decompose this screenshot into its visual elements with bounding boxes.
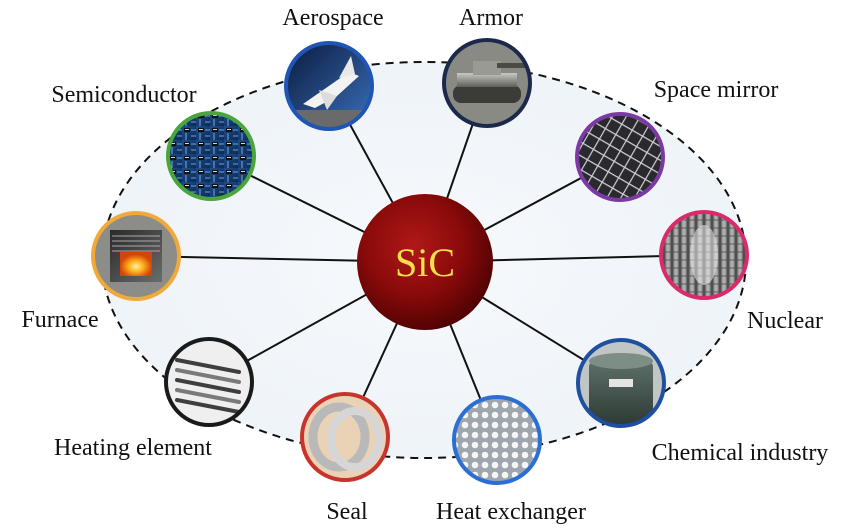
label-nuclear: Nuclear [747, 308, 823, 334]
node-space-mirror [575, 112, 665, 202]
ring-armor [442, 38, 532, 128]
label-furnace: Furnace [21, 307, 98, 333]
furnace-icon [94, 214, 178, 298]
ring-aerospace [284, 41, 374, 131]
ring-seal [300, 392, 390, 482]
lattice-mirror-icon [578, 115, 662, 199]
ring-chemical-industry [576, 338, 666, 428]
label-aerospace: Aerospace [282, 5, 383, 31]
ring-space-mirror [575, 112, 665, 202]
node-seal [300, 392, 390, 482]
circuit-board-icon [169, 114, 253, 198]
center-label: SiC [395, 240, 455, 285]
label-armor: Armor [459, 5, 523, 31]
node-nuclear [659, 210, 749, 300]
reactor-icon [662, 213, 746, 297]
node-armor [442, 38, 532, 128]
node-furnace [91, 211, 181, 301]
ring-heat-exchanger [452, 395, 542, 485]
node-heating-element [164, 337, 254, 427]
node-aerospace [284, 41, 374, 131]
heating-rods-icon [167, 340, 251, 424]
ring-nuclear [659, 210, 749, 300]
label-space-mirror: Space mirror [654, 77, 779, 103]
center-layer: SiC [357, 194, 493, 330]
label-heat-exchanger: Heat exchanger [436, 499, 586, 525]
label-seal: Seal [326, 499, 368, 525]
ring-heating-element [164, 337, 254, 427]
honeycomb-icon [455, 398, 539, 482]
ring-semiconductor [166, 111, 256, 201]
node-semiconductor [166, 111, 256, 201]
application-nodes [91, 38, 749, 485]
label-chemical-industry: Chemical industry [652, 440, 829, 466]
seal-ring-icon [303, 395, 387, 479]
label-heating-element: Heating element [54, 435, 212, 461]
node-heat-exchanger [452, 395, 542, 485]
sic-center-circle [357, 194, 493, 330]
tank-icon [445, 41, 529, 125]
label-semiconductor: Semiconductor [51, 82, 196, 108]
ring-furnace [91, 211, 181, 301]
tank-vessel-icon [579, 341, 663, 425]
node-chemical-industry [576, 338, 666, 428]
